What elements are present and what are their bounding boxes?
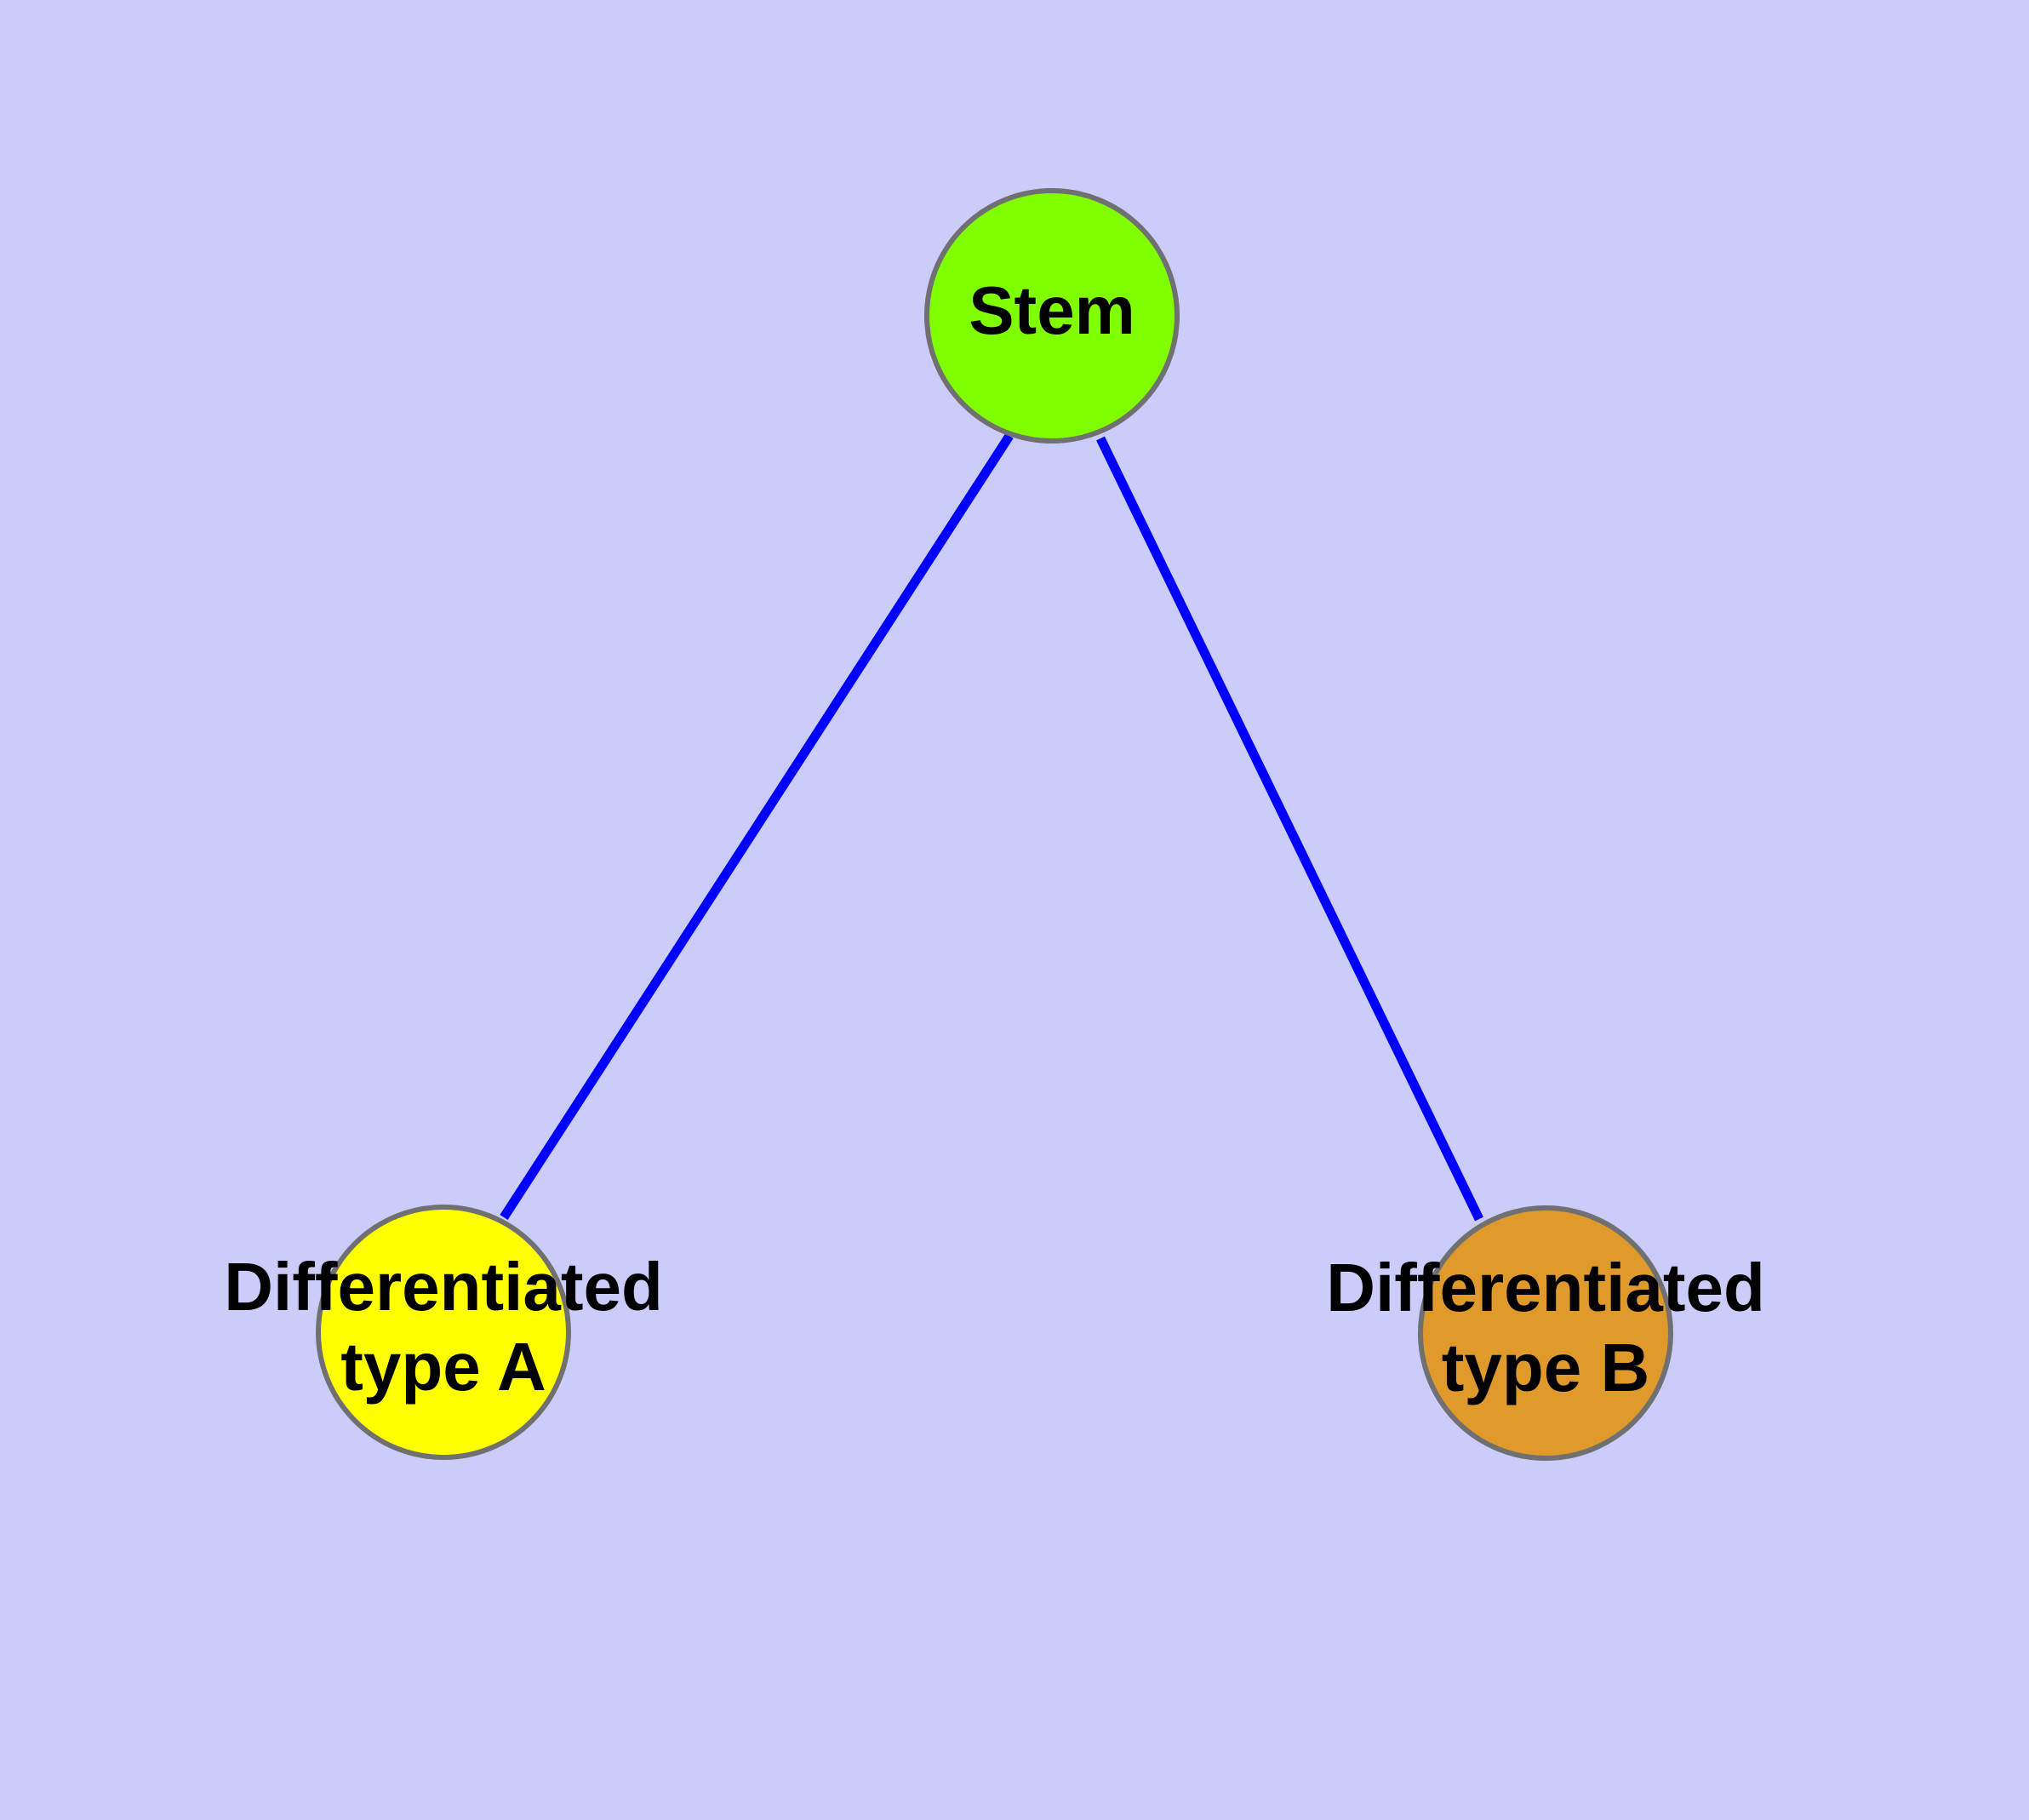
edges-layer — [500, 433, 1483, 1222]
graph-edge-stem-diff_a[interactable] — [500, 433, 1014, 1220]
graph-node-label-line: Stem — [969, 272, 1135, 348]
graph-edge-stem-diff_b[interactable] — [1096, 436, 1483, 1222]
graph-node-diff_a[interactable] — [316, 1205, 571, 1460]
graph-node-label-line: type A — [340, 1329, 546, 1405]
graph-node-label-stem: Stem — [969, 272, 1135, 348]
graph-node-label-line: Differentiated — [224, 1249, 663, 1325]
graph-node-label-line: Differentiated — [1326, 1250, 1765, 1325]
nodes-layer — [316, 188, 1673, 1461]
graph-node-diff_b[interactable] — [1418, 1205, 1673, 1461]
graph-node-label-line: type B — [1442, 1330, 1650, 1405]
graph-node-stem[interactable] — [924, 188, 1180, 444]
